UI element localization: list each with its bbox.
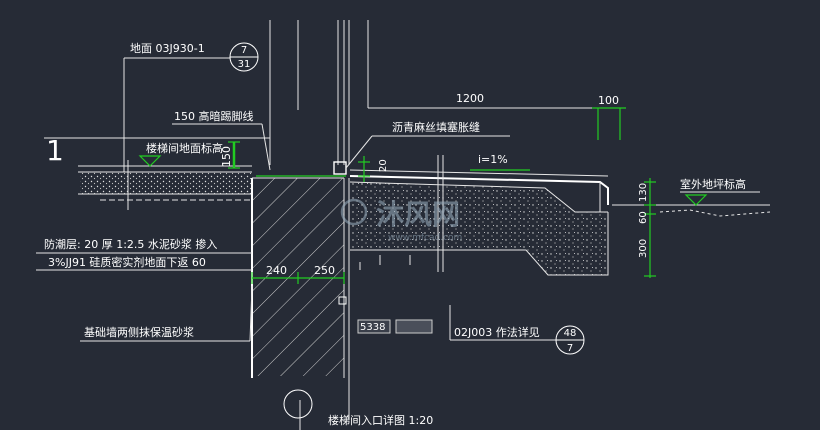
coord-value: 5338 <box>360 322 385 333</box>
dim-100-label: 100 <box>598 94 619 107</box>
dim-130-label: 130 <box>638 183 649 202</box>
indoor-level-symbol <box>138 155 162 167</box>
drawing-title: 楼梯间入口详图 1:20 <box>328 413 433 427</box>
skirting-label: 150 高暗踢脚线 <box>174 109 254 123</box>
coord-input-box-2[interactable] <box>395 319 433 334</box>
dim-240-label: 240 <box>266 264 287 277</box>
slope-label: i=1% <box>478 153 508 166</box>
foundation-wall-label: 基础墙两侧抹保温砂浆 <box>84 325 194 339</box>
axis-bubble[interactable] <box>283 389 313 419</box>
ref-circle-02j003[interactable]: 48 7 <box>555 325 585 355</box>
dim-250-label: 250 <box>314 264 335 277</box>
outdoor-level-label: 室外地坪标高 <box>680 177 746 191</box>
watermark: 沐风网 www.mfcad.com <box>340 198 462 243</box>
cursor-marker <box>338 296 347 305</box>
section-number: 1 <box>46 134 64 167</box>
dim-150-label: 150 <box>220 146 233 167</box>
watermark-main: 沐风网 <box>376 198 460 231</box>
watermark-url: www.mfcad.com <box>388 233 462 243</box>
floor-ref-label: 地面 03J930-1 <box>130 42 205 55</box>
outdoor-level-symbol <box>684 194 708 206</box>
stair-floor-level-label: 楼梯间地面标高 <box>146 141 223 155</box>
asphalt-joint-label: 沥青麻丝填塞胀缝 <box>392 120 480 134</box>
ref-circle-floor[interactable]: 7 31 <box>229 42 259 72</box>
coord-input-box[interactable] <box>357 319 391 334</box>
ref-02j003-label: 02J003 作法详见 <box>454 325 540 339</box>
upper-wall-lines <box>269 20 369 165</box>
ref-02j003-num: 48 <box>564 328 577 339</box>
moisture-layer-line2: 3%JJ91 硅质密实剂地面下返 60 <box>48 255 206 269</box>
dim-20-label: 20 <box>378 159 389 172</box>
dim-1200-label: 1200 <box>456 92 484 105</box>
floor-ref-num: 7 <box>241 45 247 56</box>
moisture-layer-line1: 防潮层: 20 厚 1:2.5 水泥砂浆 掺入 <box>44 237 217 251</box>
floor-ref-den: 31 <box>238 59 251 70</box>
dim-60-label: 60 <box>638 211 649 224</box>
exterior-step-slab <box>349 155 771 276</box>
dim-300-label: 300 <box>638 239 649 258</box>
leader-lines <box>36 57 760 430</box>
ref-02j003-den: 7 <box>567 343 573 354</box>
dimension-lines <box>228 107 656 284</box>
foundation-wall <box>251 177 350 420</box>
